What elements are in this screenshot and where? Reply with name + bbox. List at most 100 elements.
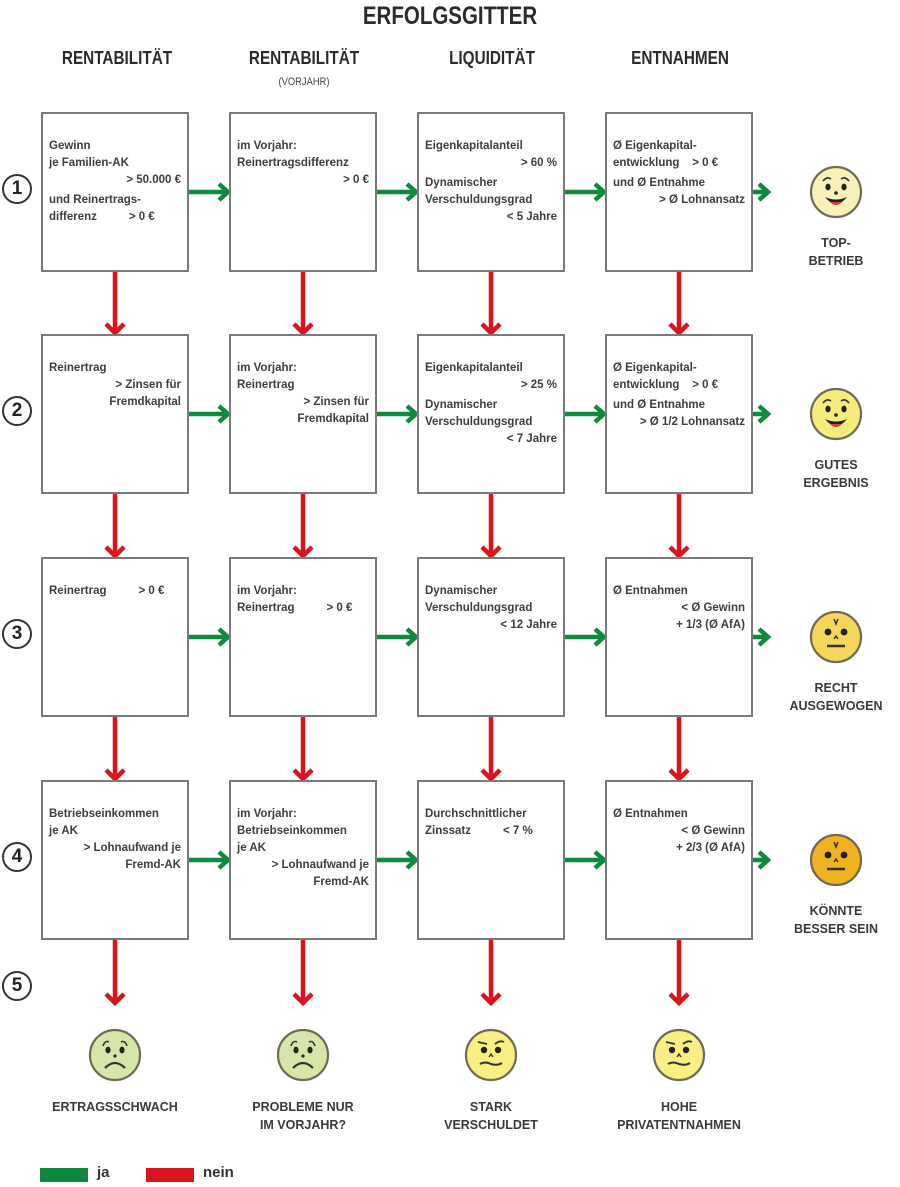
criteria-box-row4-col4: Ø Entnahmen< Ø Gewinn+ 2/3 (Ø AfA) <box>605 780 753 940</box>
legend-label-nein: nein <box>203 1164 234 1181</box>
criteria-text-line: und Ø Entnahme <box>613 177 705 189</box>
yes-arrow-row1-col2 <box>377 182 420 202</box>
criteria-text-line: Reinertrag <box>237 379 295 391</box>
no-arrow-row2-col1 <box>104 494 126 560</box>
yes-arrow-row2-col1 <box>189 404 232 424</box>
criteria-text-line: Fremdkapital <box>109 396 181 408</box>
criteria-box-row1-col4: Ø Eigenkapital-entwicklung > 0 € und Ø En… <box>605 112 753 272</box>
column-header-rentabilitaet-vorjahr: RENTABILITÄT <box>248 48 360 68</box>
criteria-text-line: im Vorjahr: <box>237 362 297 374</box>
outcome-label-row1: TOP- BETRIEB <box>808 236 864 268</box>
yes-arrow-row4-col1 <box>189 850 232 870</box>
criteria-text-line: Eigenkapitalanteil <box>425 362 523 374</box>
no-arrow-row2-col2 <box>292 494 314 560</box>
row-number-4: 4 <box>2 842 32 872</box>
criteria-text-line: Reinertragsdifferenz <box>237 157 349 169</box>
no-arrow-row1-col1 <box>104 272 126 337</box>
legend-label-ja: ja <box>97 1164 110 1181</box>
sad-face-icon <box>87 1027 143 1083</box>
neutral-face-icon <box>808 609 864 665</box>
yes-arrow-row2-col2 <box>377 404 420 424</box>
criteria-box-row3-col2: im Vorjahr:Reinertrag > 0 € <box>229 557 377 717</box>
criteria-text-line: Ø Eigenkapital- <box>613 362 697 374</box>
yes-arrow-row3-col1 <box>189 627 232 647</box>
yes-arrow-row2-col4 <box>753 404 772 424</box>
no-arrow-row1-col4 <box>668 272 690 337</box>
column-subheader-vorjahr: (VORJAHR) <box>278 76 330 88</box>
criteria-text-line: und Ø Entnahme <box>613 399 705 411</box>
criteria-text-line: entwicklung > 0 € <box>613 379 719 391</box>
criteria-text-line: > 50.000 € <box>126 174 181 186</box>
criteria-text-line: entwicklung > 0 € <box>613 157 719 169</box>
outcome-label-row2: GUTES ERGEBNIS <box>803 458 869 490</box>
no-arrow-row4-col2 <box>292 940 314 1007</box>
column-header-entnahmen: ENTNAHMEN <box>631 48 729 68</box>
criteria-text-line: und Reinertrags- <box>49 194 142 206</box>
criteria-text-line: > Lohnaufwand je <box>83 842 181 854</box>
no-arrow-row2-col3 <box>480 494 502 560</box>
criteria-text-line: Betriebseinkommen <box>237 825 347 837</box>
column-header-liquiditaet: LIQUIDITÄT <box>449 48 535 68</box>
criteria-text-line: je AK <box>49 825 78 837</box>
sad-face-icon <box>275 1027 331 1083</box>
criteria-text-line: > Lohnaufwand je <box>271 859 369 871</box>
criteria-text-line: Gewinn <box>49 140 91 152</box>
criteria-text-line: > Zinsen für <box>115 379 182 391</box>
row-number-5: 5 <box>2 971 32 1001</box>
criteria-text-line: Ø Eigenkapital- <box>613 140 697 152</box>
criteria-text-line: > 0 € <box>343 174 369 186</box>
legend-swatch-nein <box>146 1168 194 1182</box>
criteria-text-line: im Vorjahr: <box>237 140 297 152</box>
criteria-text-line: Ø Entnahmen <box>613 808 688 820</box>
row-number-1: 1 <box>2 174 32 204</box>
no-arrow-row1-col3 <box>480 272 502 337</box>
criteria-text-line: Zinssatz < 7 % <box>425 825 533 837</box>
very-happy-face-icon <box>808 164 864 220</box>
outcome-label-final-col2: PROBLEME NUR IM VORJAHR? <box>252 1100 354 1132</box>
criteria-box-row1-col2: im Vorjahr: Reinertragsdifferenz > 0 € <box>229 112 377 272</box>
criteria-box-row4-col1: Betriebseinkommen je AK > Lohnaufwand je Fr… <box>41 780 189 940</box>
criteria-text-line: Dynamischer <box>425 177 498 189</box>
row-number-2: 2 <box>2 396 32 426</box>
row-number-3: 3 <box>2 619 32 649</box>
criteria-text-line: Verschuldungsgrad <box>425 602 533 614</box>
criteria-text-line: < 7 Jahre <box>506 433 557 445</box>
outcome-label-row4: KÖNNTE BESSER SEIN <box>793 904 879 936</box>
criteria-text-line: Durchschnittlicher <box>425 808 527 820</box>
grumpy-face-icon <box>651 1027 707 1083</box>
criteria-text-line: < Ø Gewinn <box>681 825 745 837</box>
criteria-text-line: im Vorjahr: <box>237 585 297 597</box>
criteria-text-line: Verschuldungsgrad <box>425 416 533 428</box>
criteria-box-row2-col4: Ø Eigenkapital-entwicklung > 0 € und Ø En… <box>605 334 753 494</box>
criteria-text-line: Fremdkapital <box>297 413 369 425</box>
criteria-text-line: Reinertrag > 0 € <box>49 585 165 597</box>
criteria-text-line: > 25 % <box>520 379 557 391</box>
yes-arrow-row4-col2 <box>377 850 420 870</box>
criteria-text-line: Fremd-AK <box>313 876 369 888</box>
yes-arrow-row1-col1 <box>189 182 232 202</box>
criteria-text-line: im Vorjahr: <box>237 808 297 820</box>
criteria-text-line: Dynamischer <box>425 399 498 411</box>
outcome-label-final-col4: HOHE PRIVATENTNAHMEN <box>617 1100 741 1132</box>
criteria-text-line: < 5 Jahre <box>506 211 557 223</box>
criteria-text-line: Betriebseinkommen <box>49 808 159 820</box>
legend-swatch-ja <box>40 1168 88 1182</box>
diagram-title: ERFOLGSGITTER <box>362 2 538 30</box>
criteria-text-line: Reinertrag <box>49 362 107 374</box>
yes-arrow-row3-col3 <box>565 627 608 647</box>
yes-arrow-row4-col3 <box>565 850 608 870</box>
no-arrow-row3-col3 <box>480 717 502 783</box>
grumpy-face-icon <box>463 1027 519 1083</box>
criteria-text-line: Fremd-AK <box>125 859 181 871</box>
criteria-text-line: differenz > 0 € <box>49 211 155 223</box>
no-arrow-row4-col4 <box>668 940 690 1007</box>
no-arrow-row2-col4 <box>668 494 690 560</box>
